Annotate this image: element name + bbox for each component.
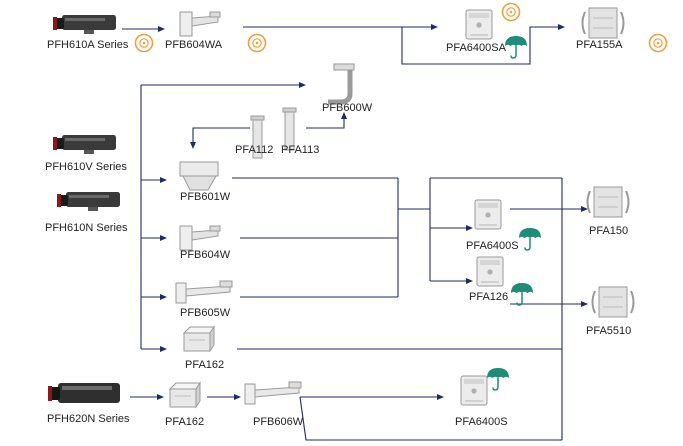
adapter-pfa162-bottom bbox=[169, 382, 201, 408]
anti-corrosion-ring-icon bbox=[648, 33, 668, 53]
mount-pfb601w bbox=[179, 161, 219, 191]
umbrella-icon bbox=[518, 227, 542, 251]
label-pfa112: PFA112 bbox=[235, 144, 273, 156]
arrow-head bbox=[466, 225, 473, 231]
camera-pfh610a bbox=[53, 15, 116, 34]
label-pfb600w: PFB600W bbox=[322, 102, 373, 114]
label-pfa155a: PFA155A bbox=[576, 39, 623, 51]
products bbox=[48, 7, 635, 408]
umbrella-icon bbox=[486, 367, 510, 391]
connector-line bbox=[192, 127, 250, 143]
label-pfb601w: PFB601W bbox=[180, 191, 231, 203]
arm-mount-pfb605w bbox=[175, 280, 233, 304]
arrow-head bbox=[437, 394, 444, 400]
label-pfh610v: PFH610V Series bbox=[45, 161, 127, 173]
arrow-head bbox=[581, 301, 588, 307]
camera-pfh620n bbox=[48, 383, 120, 403]
connector-line bbox=[306, 118, 345, 129]
labels: PFH610A Series PFB604WA PFA6400SA PFA155… bbox=[45, 39, 631, 428]
label-pfa5510: PFA5510 bbox=[586, 325, 631, 337]
wall-mount-pfb604wa bbox=[179, 11, 221, 37]
umbrella-icon bbox=[510, 282, 534, 306]
connector-line bbox=[299, 396, 562, 441]
label-pfb604w: PFB604W bbox=[180, 249, 231, 261]
arrow-head bbox=[160, 294, 167, 300]
junction-box-pfa6400s-bottom bbox=[460, 375, 488, 406]
junction-box-pfa6400s-mid bbox=[474, 199, 502, 230]
label-pfa6400s-mid: PFA6400S bbox=[466, 240, 519, 252]
arrow-head bbox=[558, 24, 565, 30]
label-pfb606w: PFB606W bbox=[253, 416, 304, 428]
arrow-head bbox=[581, 206, 588, 212]
label-pfa6400s-bottom: PFA6400S bbox=[455, 416, 508, 428]
label-pfb605w: PFB605W bbox=[180, 307, 231, 319]
label-pfa150: PFA150 bbox=[589, 225, 628, 237]
label-pfh610a: PFH610A Series bbox=[47, 39, 129, 51]
arrow-head bbox=[190, 142, 196, 149]
junction-box-pfa126 bbox=[476, 256, 504, 287]
label-pfa126: PFA126 bbox=[469, 291, 508, 303]
umbrella-icon bbox=[504, 35, 528, 59]
label-pfh620n: PFH620N Series bbox=[47, 413, 130, 425]
anti-corrosion-ring-icon bbox=[247, 33, 267, 53]
connector-line bbox=[401, 26, 559, 65]
camera-pfh610v bbox=[53, 135, 116, 154]
arrow-head bbox=[466, 278, 473, 284]
arrow-head bbox=[341, 112, 347, 119]
anti-corrosion-ring-icon bbox=[134, 33, 154, 53]
junction-box-pfa6400sa bbox=[465, 9, 493, 40]
label-pfa162-bottom: PFA162 bbox=[165, 416, 204, 428]
arrow-head bbox=[299, 82, 306, 88]
label-pfa6400sa: PFA6400SA bbox=[446, 42, 507, 54]
corner-mount-pfa5510 bbox=[591, 286, 635, 318]
arm-mount-pfb606w bbox=[244, 381, 302, 405]
connectors bbox=[122, 24, 588, 441]
pendant-mount-pfb600w bbox=[328, 63, 355, 105]
pole-mount-pfa150 bbox=[586, 186, 630, 218]
label-pfh610n: PFH610N Series bbox=[45, 222, 128, 234]
arrow-head bbox=[160, 346, 167, 352]
camera-pfh610n bbox=[57, 192, 120, 211]
arrow-head bbox=[157, 394, 164, 400]
arrow-head bbox=[160, 177, 167, 183]
adapter-pfa162-mid bbox=[183, 326, 215, 352]
arrow-head bbox=[158, 26, 165, 32]
arrow-head bbox=[431, 24, 438, 30]
pole-mount-pfa155a bbox=[581, 7, 625, 39]
label-pfa162-mid: PFA162 bbox=[185, 359, 224, 371]
arrow-head bbox=[234, 394, 241, 400]
arrow-head bbox=[160, 235, 167, 241]
label-pfb604wa: PFB604WA bbox=[165, 39, 223, 51]
anti-corrosion-ring-icon bbox=[501, 2, 521, 22]
label-pfa113: PFA113 bbox=[281, 144, 319, 156]
wall-mount-pfb604w bbox=[179, 225, 221, 251]
